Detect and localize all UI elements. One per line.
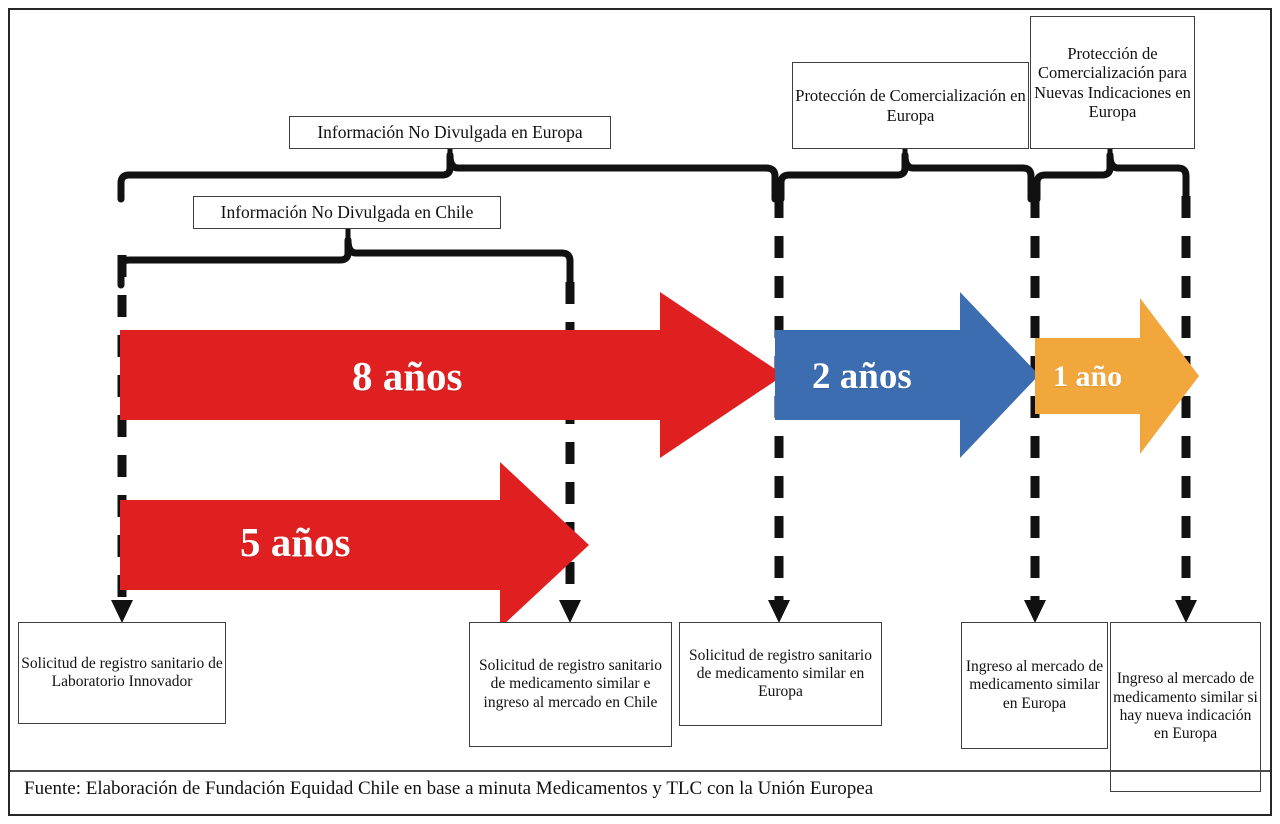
arrow-8-anos <box>120 290 785 460</box>
milestone-box-3: Solicitud de registro sanitario de medic… <box>679 622 882 726</box>
arrow-2-anos <box>775 290 1040 460</box>
milestone-box-4: Ingreso al mercado de medicamento simila… <box>961 622 1108 749</box>
milestone-box-2: Solicitud de registro sanitario de medic… <box>469 622 672 747</box>
milestone-box-5: Ingreso al mercado de medicamento simila… <box>1110 622 1261 792</box>
label-proteccion-comercializacion-europa: Protección de Comercialización en Europa <box>792 62 1029 149</box>
label-informacion-no-divulgada-europa: Información No Divulgada en Europa <box>289 116 611 149</box>
arrow-8-anos-label: 8 años <box>352 353 463 399</box>
arrow-5-anos <box>120 460 590 630</box>
arrow-1-ano <box>1035 296 1200 456</box>
milestone-box-1: Solicitud de registro sanitario de Labor… <box>18 622 226 724</box>
label-proteccion-comercializacion-nuevas-indicaciones: Protección de Comercialización para Nuev… <box>1030 16 1195 149</box>
footer-divider <box>10 770 1270 772</box>
arrow-1-ano-label: 1 año <box>1053 360 1123 393</box>
arrow-2-anos-label: 2 años <box>812 356 912 397</box>
label-informacion-no-divulgada-chile: Información No Divulgada en Chile <box>193 196 501 229</box>
arrow-5-anos-label: 5 años <box>240 519 351 565</box>
footer-source-text: Fuente: Elaboración de Fundación Equidad… <box>24 778 874 799</box>
